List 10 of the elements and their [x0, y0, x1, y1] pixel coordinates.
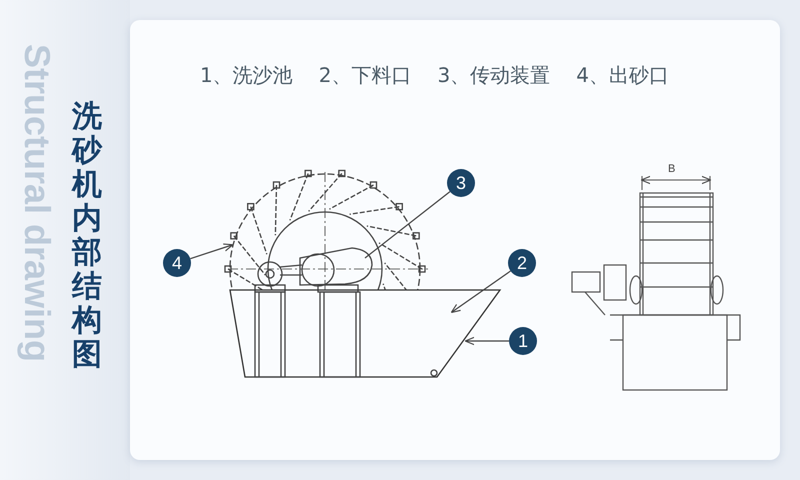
leader-line — [190, 244, 234, 260]
legend-text: 3、传动装置 — [437, 62, 550, 88]
dimension-label: B — [668, 163, 676, 175]
title: 洗砂机内部结构图 — [70, 100, 104, 372]
legend-text: 2、下料口 — [318, 62, 412, 88]
leader-line — [464, 336, 509, 346]
leader-line — [450, 270, 511, 314]
legend-text: 1、洗沙池 — [200, 62, 293, 88]
leader-line — [364, 191, 450, 258]
legend-text: 4、出砂口 — [576, 62, 669, 88]
